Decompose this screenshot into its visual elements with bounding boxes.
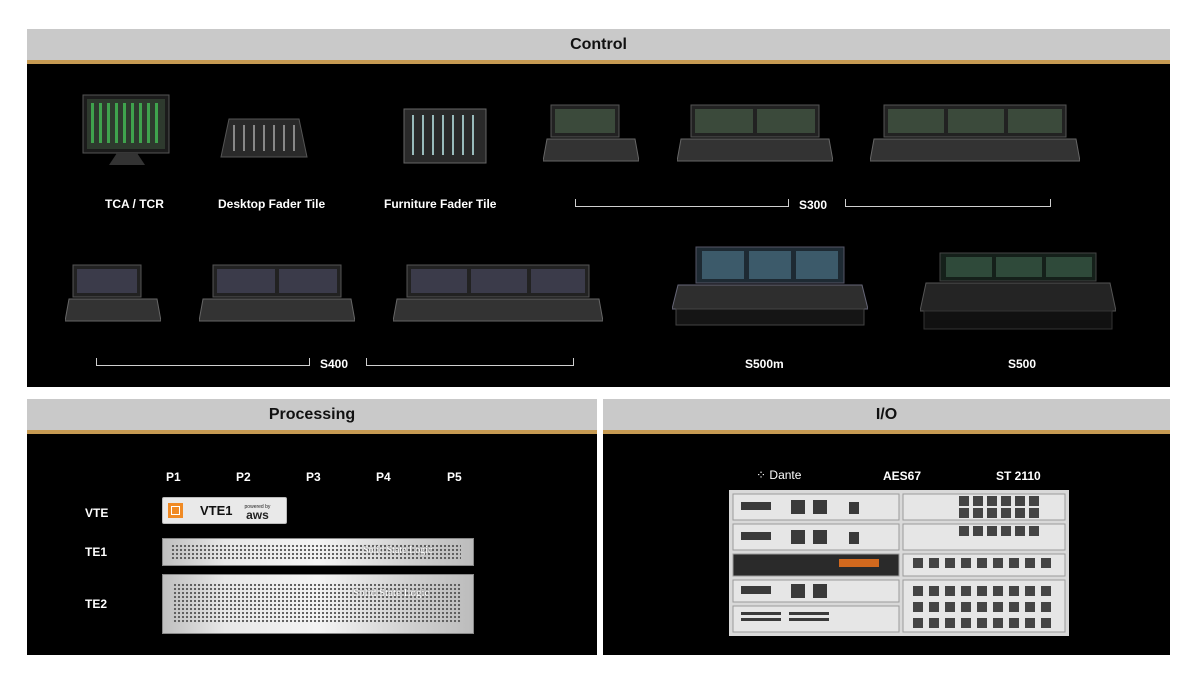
tca-tcr-label: TCA / TCR: [105, 197, 164, 211]
s400-bracket-left: [96, 358, 310, 366]
te2-brand-label: Solid State Logic: [353, 587, 430, 599]
s300-label: S300: [799, 198, 828, 212]
st2110-label: ST 2110: [996, 469, 1041, 483]
aws-logo-icon: powered by aws: [244, 503, 271, 522]
control-panel: Control TCA / TCR Desktop Fader Tile Fur…: [27, 29, 1170, 387]
vte-logo-icon: [168, 503, 183, 518]
vte1-label: VTE1: [200, 503, 233, 518]
furniture-fader-tile-image[interactable]: [402, 107, 488, 165]
s400-label: S400: [320, 357, 349, 371]
s400-console-large[interactable]: [393, 261, 603, 325]
te1-unit[interactable]: Solid State Logic: [162, 538, 474, 566]
s300-console-medium[interactable]: [677, 101, 833, 165]
dante-label: ⁘ Dante: [756, 468, 802, 482]
desktop-fader-tile-label: Desktop Fader Tile: [218, 197, 326, 211]
te2-unit[interactable]: Solid State Logic: [162, 574, 474, 634]
io-panel: I/O ⁘ Dante AES67 ST 2110: [603, 399, 1170, 655]
col-label-p2: P2: [236, 470, 251, 484]
aes67-label: AES67: [883, 469, 922, 483]
io-rack-image[interactable]: [729, 490, 1069, 636]
s500m-console[interactable]: [672, 243, 868, 329]
s400-console-medium[interactable]: [199, 261, 355, 325]
furniture-fader-tile-label: Furniture Fader Tile: [384, 197, 497, 211]
s400-bracket-right: [366, 358, 574, 366]
tca-tcr-image[interactable]: [79, 93, 175, 169]
s300-bracket-left: [575, 199, 789, 207]
processing-header: Processing: [27, 399, 597, 434]
s500-label: S500: [1008, 357, 1037, 371]
row-label-vte: VTE: [85, 506, 109, 520]
col-label-p4: P4: [376, 470, 391, 484]
te1-brand-label: Solid State Logic: [363, 545, 433, 556]
row-label-te2: TE2: [85, 597, 108, 611]
row-label-te1: TE1: [85, 545, 108, 559]
s300-console-large[interactable]: [870, 101, 1080, 165]
dante-logo-icon: ⁘: [756, 468, 767, 482]
s500-console[interactable]: [920, 249, 1116, 331]
s500m-label: S500m: [745, 357, 784, 371]
col-label-p1: P1: [166, 470, 181, 484]
vte1-tile[interactable]: VTE1 powered by aws: [162, 497, 287, 524]
control-header: Control: [27, 29, 1170, 64]
col-label-p3: P3: [306, 470, 321, 484]
s300-console-small[interactable]: [543, 101, 639, 165]
desktop-fader-tile-image[interactable]: [219, 117, 309, 163]
col-label-p5: P5: [447, 470, 462, 484]
s400-console-small[interactable]: [65, 261, 161, 325]
processing-panel: Processing P1 P2 P3 P4 P5 VTE TE1 TE2 VT…: [27, 399, 597, 655]
s300-bracket-right: [845, 199, 1051, 207]
io-header: I/O: [603, 399, 1170, 434]
